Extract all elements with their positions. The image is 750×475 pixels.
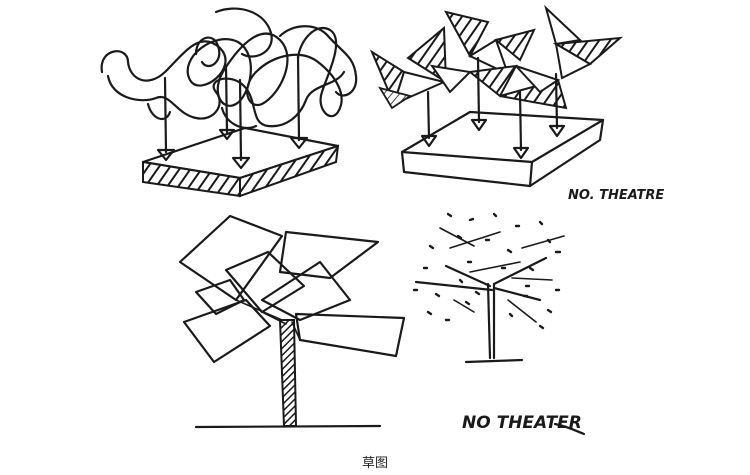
figure-caption: 草图 — [361, 456, 388, 471]
label-top-right: NO. THEATRE — [568, 188, 664, 203]
label-bottom-right: NO THEATER — [462, 413, 582, 433]
sketch-umbrella-tree — [178, 214, 406, 429]
sketch-loops-platform — [100, 7, 358, 198]
sketch-triangles-platform: NO. THEATRE — [369, 4, 664, 203]
sketch-natural-tree: NO THEATER — [412, 212, 586, 436]
sketch-drawing: NO. THEATRE — [100, 4, 664, 436]
